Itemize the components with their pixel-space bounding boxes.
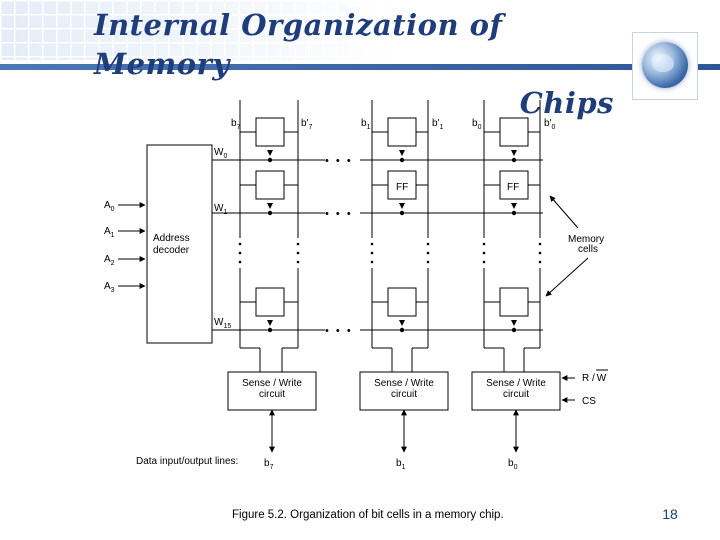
slide-title-line1: Internal Organization of Memory bbox=[94, 8, 503, 81]
sense-write-b7-line1: Sense / Write bbox=[242, 378, 302, 389]
junction-dots bbox=[238, 150, 542, 333]
diagram-lines bbox=[118, 100, 589, 453]
cell-w1-b0 bbox=[499, 170, 529, 200]
sense-write-b0 bbox=[471, 371, 561, 411]
memory-cells-pointer-bottom bbox=[545, 257, 589, 297]
sense-write-b0-line2: circuit bbox=[503, 389, 529, 400]
memory-cells-line2: cells bbox=[578, 244, 598, 255]
globe-logo-tile bbox=[632, 32, 698, 100]
sense-write-b7 bbox=[227, 371, 317, 411]
slide-header bbox=[0, 0, 720, 70]
sense-write-b7-line2: circuit bbox=[259, 389, 285, 400]
address-decoder-box bbox=[146, 144, 213, 344]
header-bar bbox=[0, 64, 720, 70]
cell-w15-b1 bbox=[387, 287, 417, 317]
decoder-label-line2: decoder bbox=[153, 245, 190, 256]
cs-label: CS bbox=[582, 396, 596, 407]
cell-w0-b7 bbox=[255, 117, 285, 147]
sense-write-b1-line2: circuit bbox=[391, 389, 417, 400]
cell-w0-b0 bbox=[499, 117, 529, 147]
diagram-labels: b7 b'7 b1 b'1 b0 b'0 W0 W1 W15 • • • • •… bbox=[104, 118, 607, 471]
label-b0: b0 bbox=[472, 118, 482, 131]
cell-w1-b7 bbox=[255, 170, 285, 200]
memory-cells-line1: Memory bbox=[568, 234, 604, 245]
label-b1p: b'1 bbox=[432, 118, 443, 131]
ellipsis-w15: • • • bbox=[325, 325, 353, 337]
sense-write-b1-line1: Sense / Write bbox=[374, 378, 434, 389]
slide-title-line2: Chips bbox=[519, 86, 614, 120]
ff-label-b0: FF bbox=[507, 182, 519, 193]
ff-label-b1: FF bbox=[396, 182, 408, 193]
decoder-label-line1: Address bbox=[153, 233, 190, 244]
sense-write-b0-line1: Sense / Write bbox=[486, 378, 546, 389]
cell-w15-b0 bbox=[499, 287, 529, 317]
page-number: 18 bbox=[662, 506, 678, 522]
globe-highlight bbox=[652, 54, 674, 72]
vertical-ellipses bbox=[238, 242, 542, 264]
out-label-b1: b1 bbox=[396, 458, 406, 471]
cell-w15-b7 bbox=[255, 287, 285, 317]
ellipsis-w1: • • • bbox=[325, 208, 353, 220]
label-b1: b1 bbox=[361, 118, 371, 131]
slide-title: Internal Organization of Memory Chips bbox=[94, 6, 614, 123]
label-w1: W1 bbox=[214, 203, 227, 216]
out-label-b0: b0 bbox=[508, 458, 518, 471]
label-w15: W15 bbox=[214, 317, 231, 330]
label-a0: A0 bbox=[104, 200, 115, 213]
label-b7: b7 bbox=[231, 118, 241, 131]
out-label-b7: b7 bbox=[264, 458, 274, 471]
label-w0: W0 bbox=[214, 147, 227, 160]
label-b0p: b'0 bbox=[544, 118, 555, 131]
cell-w0-b1 bbox=[387, 117, 417, 147]
label-a2: A2 bbox=[104, 254, 115, 267]
figure-caption: Figure 5.2. Organization of bit cells in… bbox=[232, 509, 504, 521]
sense-write-b1 bbox=[359, 371, 449, 411]
label-a3: A3 bbox=[104, 281, 115, 294]
memory-cells-pointer-top bbox=[549, 195, 579, 229]
label-a1: A1 bbox=[104, 226, 115, 239]
globe-icon bbox=[642, 42, 688, 88]
label-b7p: b'7 bbox=[301, 118, 312, 131]
rw-label: R /W bbox=[582, 373, 607, 384]
header-grid-fade bbox=[0, 0, 400, 60]
ellipsis-w0: • • • bbox=[325, 155, 353, 167]
data-lines-label: Data input/output lines: bbox=[136, 456, 238, 467]
